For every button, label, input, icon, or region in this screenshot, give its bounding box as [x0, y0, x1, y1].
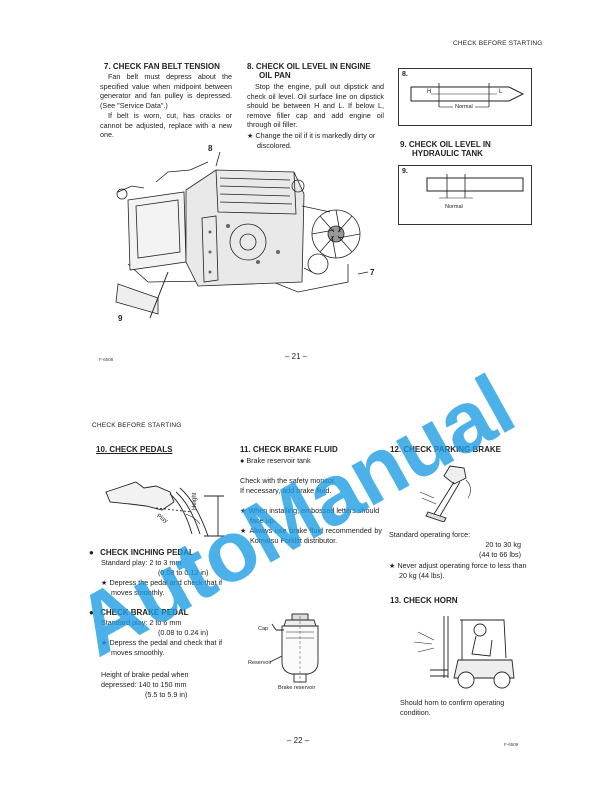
inching-play: Standard play: 2 to 3 mm: [101, 558, 182, 567]
section-8-title: 8. CHECK OIL LEVEL IN ENGINE: [247, 62, 371, 71]
callout-9: 9: [118, 314, 123, 323]
section-11-para-2: If necessary, add brake fluid.: [240, 486, 332, 495]
page-header-bottom: CHECK BEFORE STARTING: [92, 422, 182, 429]
reservoir-drawing: [269, 613, 319, 683]
forklift-drawing: [413, 616, 515, 689]
brake-play-inches: (0.08 to 0.24 in): [158, 628, 209, 637]
inching-pedal-title-row: ● CHECK INCHING PEDAL: [89, 548, 194, 558]
brake-pedal-title: CHECK BRAKE PEDAL: [100, 608, 189, 617]
section-11-para-1: Check with the safety monitor.: [240, 476, 336, 485]
pedal-height-label: Height: [192, 492, 198, 510]
figure-8-number: 8.: [402, 71, 408, 78]
reservoir-label: Reservoir: [248, 660, 272, 666]
reservoir-cap-label: Cap: [258, 626, 269, 632]
dipstick-figure-hydraulic: 9. Normal: [398, 165, 532, 225]
engine-dipstick-drawing: [410, 83, 525, 108]
parking-force-label: Standard operating force:: [389, 530, 471, 539]
callout-7: 7: [370, 268, 375, 277]
reservoir-caption: Brake reservoir: [278, 685, 316, 691]
brake-reservoir-illustration: Cap Reservoir Brake reservoir: [248, 612, 350, 696]
callout-8: 8: [208, 144, 213, 153]
dipstick-figure-engine: 8. H L Normal: [398, 68, 532, 126]
section-9-title-cont: HYDRAULIC TANK: [412, 149, 483, 158]
hydraulic-normal-label: Normal: [445, 204, 463, 210]
section-13-para: Should horn to confirm operating conditi…: [400, 698, 505, 717]
parking-force-lbs: (44 to 66 lbs): [479, 550, 521, 559]
section-7-para-1: Fan belt must depress about the specifie…: [100, 72, 232, 110]
page-header-top: CHECK BEFORE STARTING: [453, 40, 543, 47]
brake-height-line-1: Height of brake pedal when: [101, 670, 189, 679]
parking-note: ★ Never adjust operating force to less t…: [389, 561, 527, 580]
hydraulic-dipstick-drawing: [426, 174, 524, 199]
parking-force-kg: 20 to 30 kg: [485, 540, 521, 549]
pedal-drawing: [105, 481, 224, 537]
figure-code-top: F-6508: [99, 357, 114, 362]
inching-play-inches: (0.08 to 0.12 in): [158, 568, 209, 577]
section-10-title: 10. CHECK PEDALS: [96, 445, 173, 454]
section-9-title: 9. CHECK OIL LEVEL IN: [400, 140, 491, 149]
parking-brake-drawing: [419, 465, 471, 523]
page-number-21: – 21 –: [285, 352, 308, 361]
section-11-note-2: ★ Always use brake fluid recommended by …: [240, 526, 382, 545]
dipstick-normal-label: Normal: [455, 104, 473, 110]
section-7-para-2: If belt is worn, cut, has cracks or cann…: [100, 111, 232, 140]
section-11-note-1: ★ When installing, embossed letters shou…: [240, 506, 380, 525]
inching-note: ★ Depress the pedal and check that if mo…: [101, 578, 223, 597]
brake-note: ★ Depress the pedal and check that if mo…: [101, 638, 223, 657]
brake-height-line-3: (5.5 to 5.9 in): [145, 690, 188, 699]
dipstick-h-label: H: [427, 89, 432, 95]
horn-illustration: [400, 610, 525, 692]
inching-pedal-title: CHECK INCHING PEDAL: [100, 548, 194, 557]
section-8-note: ★ Change the oil if it is markedly dirty…: [247, 131, 376, 150]
section-12-title: 12. CHECK PARKING BRAKE: [390, 445, 501, 454]
parking-brake-illustration: [414, 462, 484, 523]
bullet-icon: ●: [89, 608, 94, 617]
dipstick-l-label: L: [499, 89, 503, 95]
section-8-title-cont: OIL PAN: [259, 71, 291, 80]
pedal-illustration: Play Height: [100, 462, 230, 540]
page-number-22: – 22 –: [287, 736, 310, 745]
section-11-title: 11. CHECK BRAKE FLUID: [240, 445, 338, 454]
bullet-icon: ●: [89, 548, 94, 557]
section-8-para: Stop the engine, pull out dipstick and c…: [247, 82, 384, 130]
brake-play: Standard play: 2 to 6 mm: [101, 618, 182, 627]
engine-drawing: [115, 151, 369, 319]
figure-code-bottom: F-6509: [504, 742, 519, 747]
figure-9-number: 9.: [402, 168, 408, 175]
brake-height-line-2: depressed: 140 to 150 mm: [101, 680, 187, 689]
section-13-title: 13. CHECK HORN: [390, 596, 458, 605]
section-11-bullet: ● Brake reservoir tank: [240, 456, 311, 465]
engine-illustration: 8 7 9: [98, 142, 388, 342]
brake-pedal-title-row: ● CHECK BRAKE PEDAL: [89, 608, 189, 618]
section-7-title: 7. CHECK FAN BELT TENSION: [104, 62, 220, 71]
